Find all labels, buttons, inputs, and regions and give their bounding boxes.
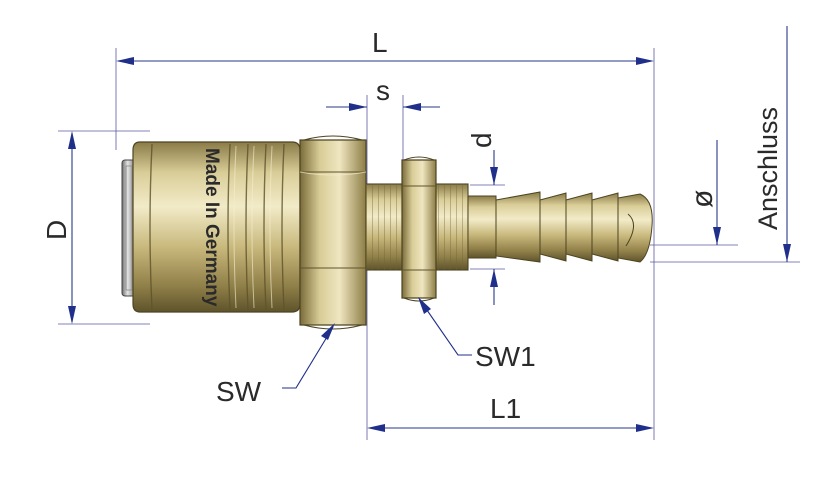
label-SW1: SW1	[475, 341, 536, 372]
leader-SW1: SW1	[418, 297, 536, 372]
label-L: L	[372, 27, 388, 58]
hex-nut-sw1	[401, 159, 437, 299]
dimension-diameter: ø	[686, 140, 721, 245]
coupling-sleeve	[132, 141, 301, 313]
label-anschluss: Anschluss	[753, 107, 783, 230]
label-s: s	[376, 75, 390, 106]
coupling-body: Made In Germany	[121, 135, 653, 330]
hex-nut-sw	[299, 139, 367, 326]
hose-barb	[467, 191, 653, 263]
dimension-L: L	[116, 27, 654, 65]
label-d: d	[466, 132, 497, 148]
dimension-L1: L1	[367, 393, 654, 432]
dimension-D: D	[41, 131, 76, 324]
label-diameter: ø	[686, 190, 719, 208]
dimension-anschluss: Anschluss	[753, 26, 791, 262]
engraving-text: Made In Germany	[201, 148, 222, 307]
label-D: D	[41, 220, 72, 240]
leader-SW: SW	[216, 323, 335, 407]
dimension-s: s	[326, 75, 440, 111]
label-L1: L1	[490, 393, 521, 424]
dimension-d: d	[466, 132, 498, 305]
label-SW: SW	[216, 376, 262, 407]
